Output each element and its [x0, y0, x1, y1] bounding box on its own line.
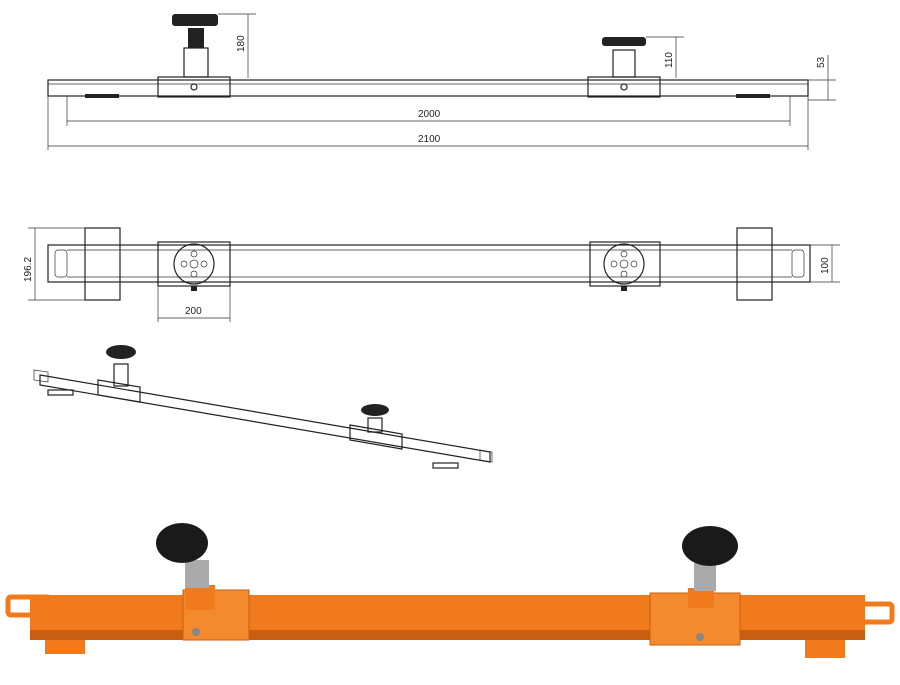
left-pad-stem	[188, 28, 204, 48]
plan-bar	[47, 244, 811, 283]
left-pad	[172, 14, 218, 26]
side-bar	[47, 79, 809, 97]
side-foot-right	[736, 94, 770, 98]
plan-foot-right	[736, 227, 773, 301]
dim-2100: 2100	[418, 134, 441, 145]
plan-view: 196.2 100 200	[23, 227, 840, 322]
plan-foot-left	[84, 227, 121, 301]
plan-carriage-right	[589, 241, 661, 287]
foot-left	[45, 638, 85, 654]
side-foot-left	[85, 94, 119, 98]
dim-196-2: 196.2	[23, 257, 34, 282]
iso-carriage-left	[97, 379, 141, 403]
screw-right	[694, 563, 716, 591]
dim-180: 180	[236, 35, 247, 52]
product-photo	[5, 523, 895, 658]
iso-pad-right	[361, 404, 389, 416]
side-view: 180 110 53 2000 2100	[47, 13, 836, 150]
screw-left	[185, 560, 209, 588]
plan-carriage-left	[157, 241, 231, 287]
dim-110: 110	[664, 52, 675, 68]
dim-53: 53	[816, 56, 827, 68]
foot-right	[805, 640, 845, 658]
dim-2000: 2000	[418, 109, 441, 120]
pad-top-left	[173, 243, 215, 285]
dim-100: 100	[820, 257, 831, 274]
iso-bar	[39, 374, 491, 463]
iso-carriage-right	[349, 424, 403, 450]
iso-pad-left	[106, 345, 136, 359]
pad-top-right	[603, 243, 645, 285]
isometric-view	[33, 345, 493, 469]
right-pad	[602, 37, 646, 46]
dim-200: 200	[185, 306, 202, 317]
pad-right	[682, 526, 738, 566]
pad-left	[156, 523, 208, 563]
